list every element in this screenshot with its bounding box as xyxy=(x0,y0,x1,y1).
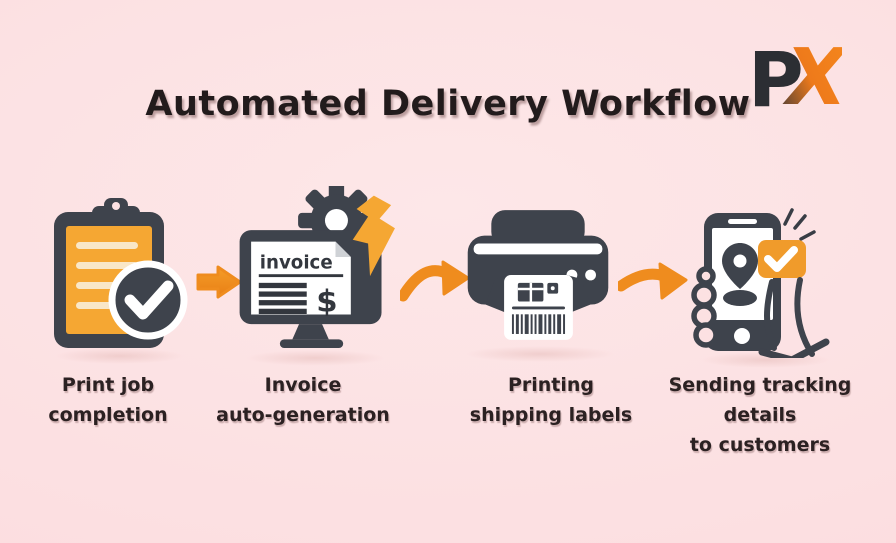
icon-shadow xyxy=(55,348,185,364)
step-label-invoice: Invoice auto-generation xyxy=(203,370,403,430)
step-label-printing: Printing shipping labels xyxy=(451,370,651,430)
step-label-line: Sending tracking details xyxy=(668,374,852,426)
arrow-right-icon xyxy=(615,260,688,306)
step-label-tracking: Sending tracking details to customers xyxy=(630,370,890,460)
px-logo: X P xyxy=(748,30,854,124)
step-label-line: completion xyxy=(48,404,168,426)
arrow-right-icon xyxy=(397,258,470,308)
printer-shipping-label-icon xyxy=(452,206,624,344)
invoice-heading: invoice xyxy=(260,252,333,273)
step-label-line: Print job xyxy=(61,374,155,396)
dollar-sign: $ xyxy=(316,285,337,320)
clipboard-check-icon xyxy=(44,196,194,356)
arrow-right-icon xyxy=(196,262,242,306)
px-logo-graphic: X P xyxy=(748,32,854,124)
step-label-line: Invoice xyxy=(264,374,342,396)
step-label-line: Printing xyxy=(507,374,595,396)
step-label-line: to customers xyxy=(689,434,831,456)
step-label-print-job: Print job completion xyxy=(8,370,208,430)
page-title: Automated Delivery Workflow xyxy=(145,84,751,124)
phone-tracking-icon xyxy=(688,198,838,358)
step-label-line: shipping labels xyxy=(469,404,633,426)
invoice-monitor-icon: invoice $ xyxy=(228,186,396,349)
step-label-line: auto-generation xyxy=(216,404,390,426)
icon-shadow xyxy=(245,350,385,366)
logo-letter-p: P xyxy=(748,35,804,118)
icon-shadow xyxy=(465,346,615,362)
